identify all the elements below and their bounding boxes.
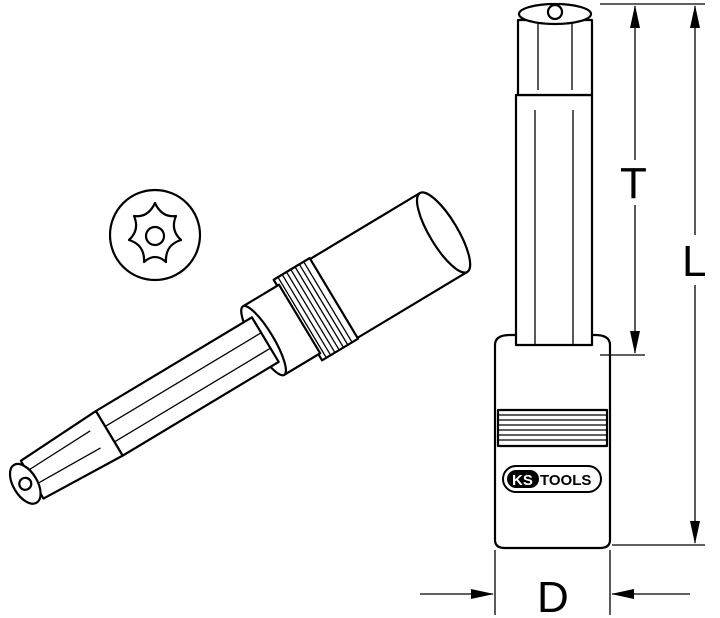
torx-profile-icon: [108, 188, 202, 282]
angled-bit-socket: [8, 191, 472, 505]
upright-bit-socket: KS TOOLS: [493, 2, 612, 550]
ks-tools-logo: KS TOOLS: [502, 465, 602, 493]
dimension-label-d: D: [537, 573, 569, 618]
dimension-arrows: [471, 5, 700, 599]
dimension-label-l: L: [682, 237, 706, 286]
logo-brand: KS: [512, 472, 533, 489]
dimension-label-t: T: [620, 159, 647, 208]
dimension-lines: [420, 3, 705, 615]
logo-text: TOOLS: [540, 472, 591, 489]
